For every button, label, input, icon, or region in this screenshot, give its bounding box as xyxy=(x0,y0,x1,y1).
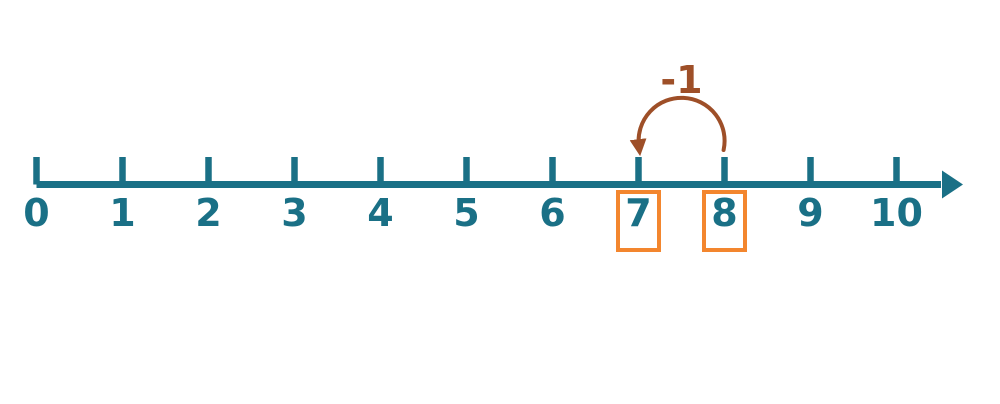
tick-label-7: 7 xyxy=(625,191,651,235)
highlight-box-7 xyxy=(616,190,661,252)
tick-label-8: 8 xyxy=(711,191,737,235)
jump-arrow-arc xyxy=(629,95,727,157)
tick-label-3: 3 xyxy=(281,191,307,235)
tick-label-6: 6 xyxy=(539,191,565,235)
tick-label-9: 9 xyxy=(797,191,823,235)
tick-label-4: 4 xyxy=(367,191,393,235)
tick-label-2: 2 xyxy=(195,191,221,235)
tick-label-0: 0 xyxy=(23,191,49,235)
tick-label-1: 1 xyxy=(109,191,135,235)
jump-label: -1 xyxy=(660,58,702,102)
tick-label-5: 5 xyxy=(453,191,479,235)
axis-arrowhead-icon xyxy=(942,170,963,199)
tick-label-10: 10 xyxy=(870,191,923,235)
highlight-box-8 xyxy=(702,190,747,252)
